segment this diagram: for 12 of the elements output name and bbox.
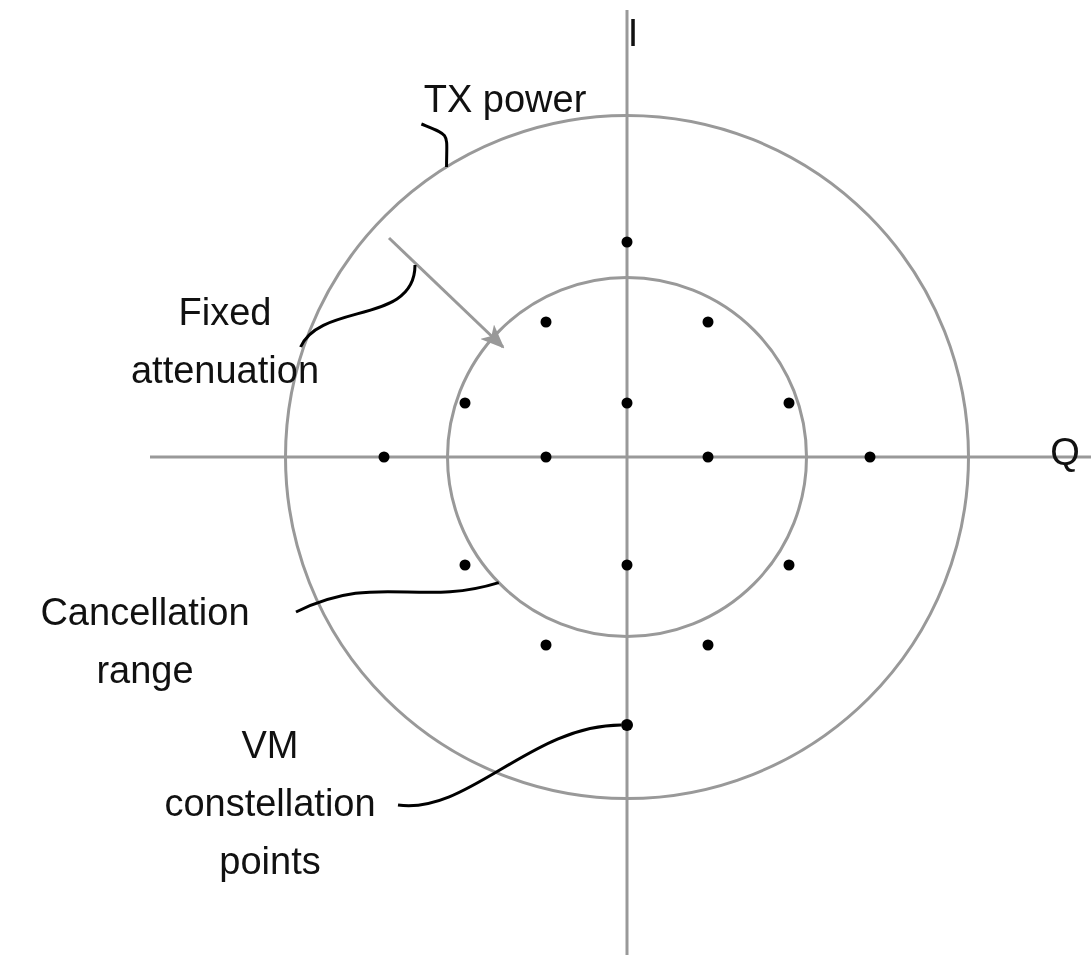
callout-label: Cancellation range — [0, 583, 290, 699]
leader-line — [397, 723, 622, 807]
callout-label: VM constellation points — [150, 716, 390, 890]
axis-label: Q — [1049, 430, 1081, 475]
leader-line — [299, 264, 417, 348]
leader-line — [295, 581, 500, 614]
callout-label: TX power — [395, 70, 615, 128]
inner-circle — [446, 276, 808, 638]
leader-line — [420, 122, 449, 168]
constellation-dot — [621, 719, 633, 731]
callout-label: Fixed attenuation — [90, 283, 360, 399]
axis-label: I — [626, 11, 640, 56]
